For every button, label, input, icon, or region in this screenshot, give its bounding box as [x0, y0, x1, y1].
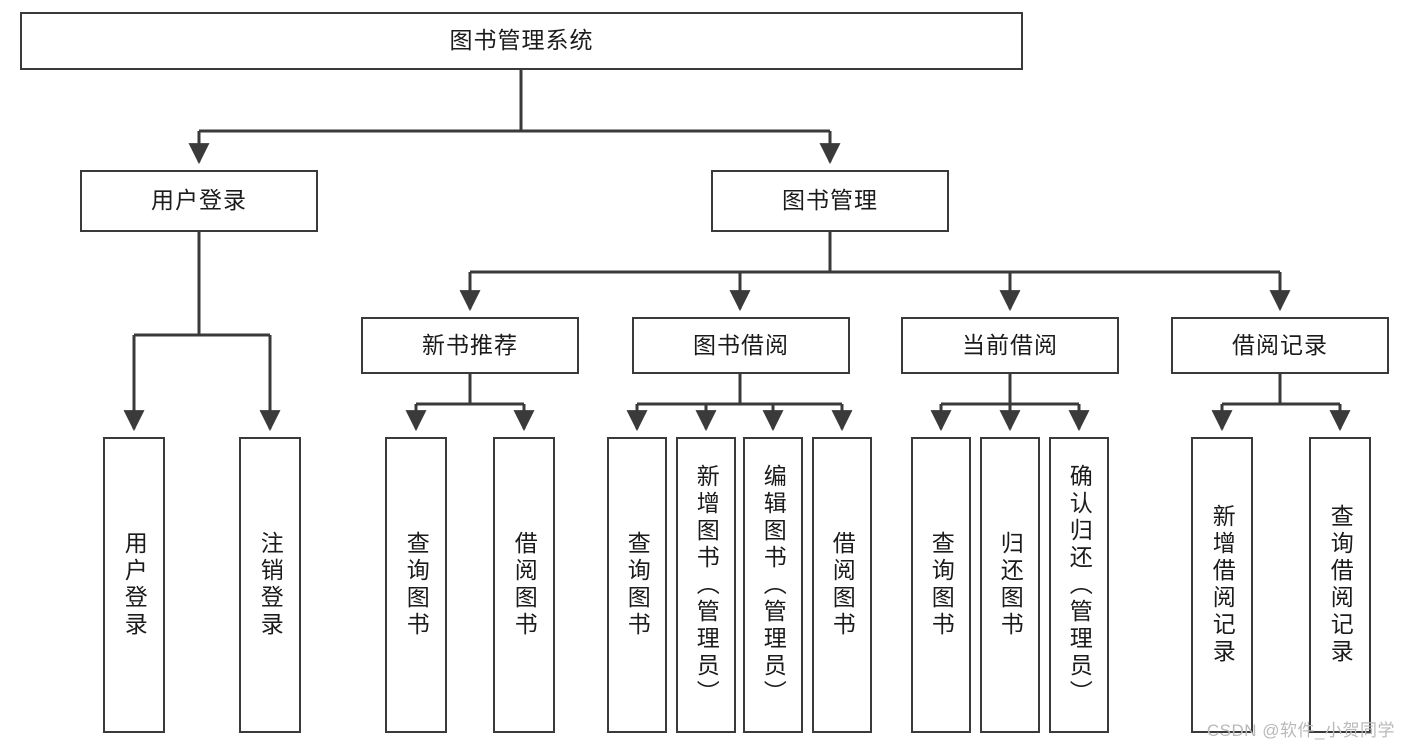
node-label: 查询借阅记录 [1327, 504, 1354, 666]
node-label: 注销登录 [257, 531, 284, 639]
csdn-watermark: CSDN @软件_小贺同学 [1206, 721, 1395, 740]
leaf-borrow-book-borrow[interactable]: 借阅图书 [812, 437, 872, 733]
node-label: 新增图书（管理员） [693, 463, 720, 707]
node-label: 借阅记录 [1232, 331, 1328, 358]
node-label: 查询图书 [928, 531, 955, 639]
node-label: 用户登录 [151, 187, 247, 214]
leaf-query-borrow-record[interactable]: 查询借阅记录 [1309, 437, 1371, 733]
node-label: 查询图书 [403, 531, 430, 639]
node-new-book-recommend[interactable]: 新书推荐 [361, 317, 579, 374]
leaf-logout-login[interactable]: 注销登录 [239, 437, 301, 733]
node-current-borrow[interactable]: 当前借阅 [901, 317, 1119, 374]
node-book-management-system[interactable]: 图书管理系统 [20, 12, 1023, 70]
leaf-user-login[interactable]: 用户登录 [103, 437, 165, 733]
node-label: 当前借阅 [962, 331, 1058, 358]
node-label: 借阅图书 [829, 531, 856, 639]
node-label: 确认归还（管理员） [1066, 463, 1093, 707]
leaf-add-book-admin[interactable]: 新增图书（管理员） [676, 437, 736, 733]
leaf-borrow-book-recommend[interactable]: 借阅图书 [493, 437, 555, 733]
node-user-login[interactable]: 用户登录 [80, 170, 318, 232]
node-label: 图书管理 [782, 187, 878, 214]
node-label: 新书推荐 [422, 331, 518, 358]
leaf-edit-book-admin[interactable]: 编辑图书（管理员） [743, 437, 803, 733]
node-book-borrow[interactable]: 图书借阅 [632, 317, 850, 374]
node-label: 归还图书 [997, 531, 1024, 639]
node-label: 新增借阅记录 [1209, 504, 1236, 666]
node-label: 查询图书 [624, 531, 651, 639]
node-label: 图书借阅 [693, 331, 789, 358]
leaf-return-book[interactable]: 归还图书 [980, 437, 1040, 733]
leaf-query-book-borrow[interactable]: 查询图书 [607, 437, 667, 733]
node-label: 编辑图书（管理员） [760, 463, 787, 707]
leaf-confirm-return-admin[interactable]: 确认归还（管理员） [1049, 437, 1109, 733]
node-label: 借阅图书 [511, 531, 538, 639]
leaf-add-borrow-record[interactable]: 新增借阅记录 [1191, 437, 1253, 733]
node-borrow-record[interactable]: 借阅记录 [1171, 317, 1389, 374]
leaf-query-book-recommend[interactable]: 查询图书 [385, 437, 447, 733]
node-label: 图书管理系统 [449, 27, 594, 54]
node-label: 用户登录 [121, 531, 148, 639]
node-book-management[interactable]: 图书管理 [711, 170, 949, 232]
leaf-query-book-current[interactable]: 查询图书 [911, 437, 971, 733]
